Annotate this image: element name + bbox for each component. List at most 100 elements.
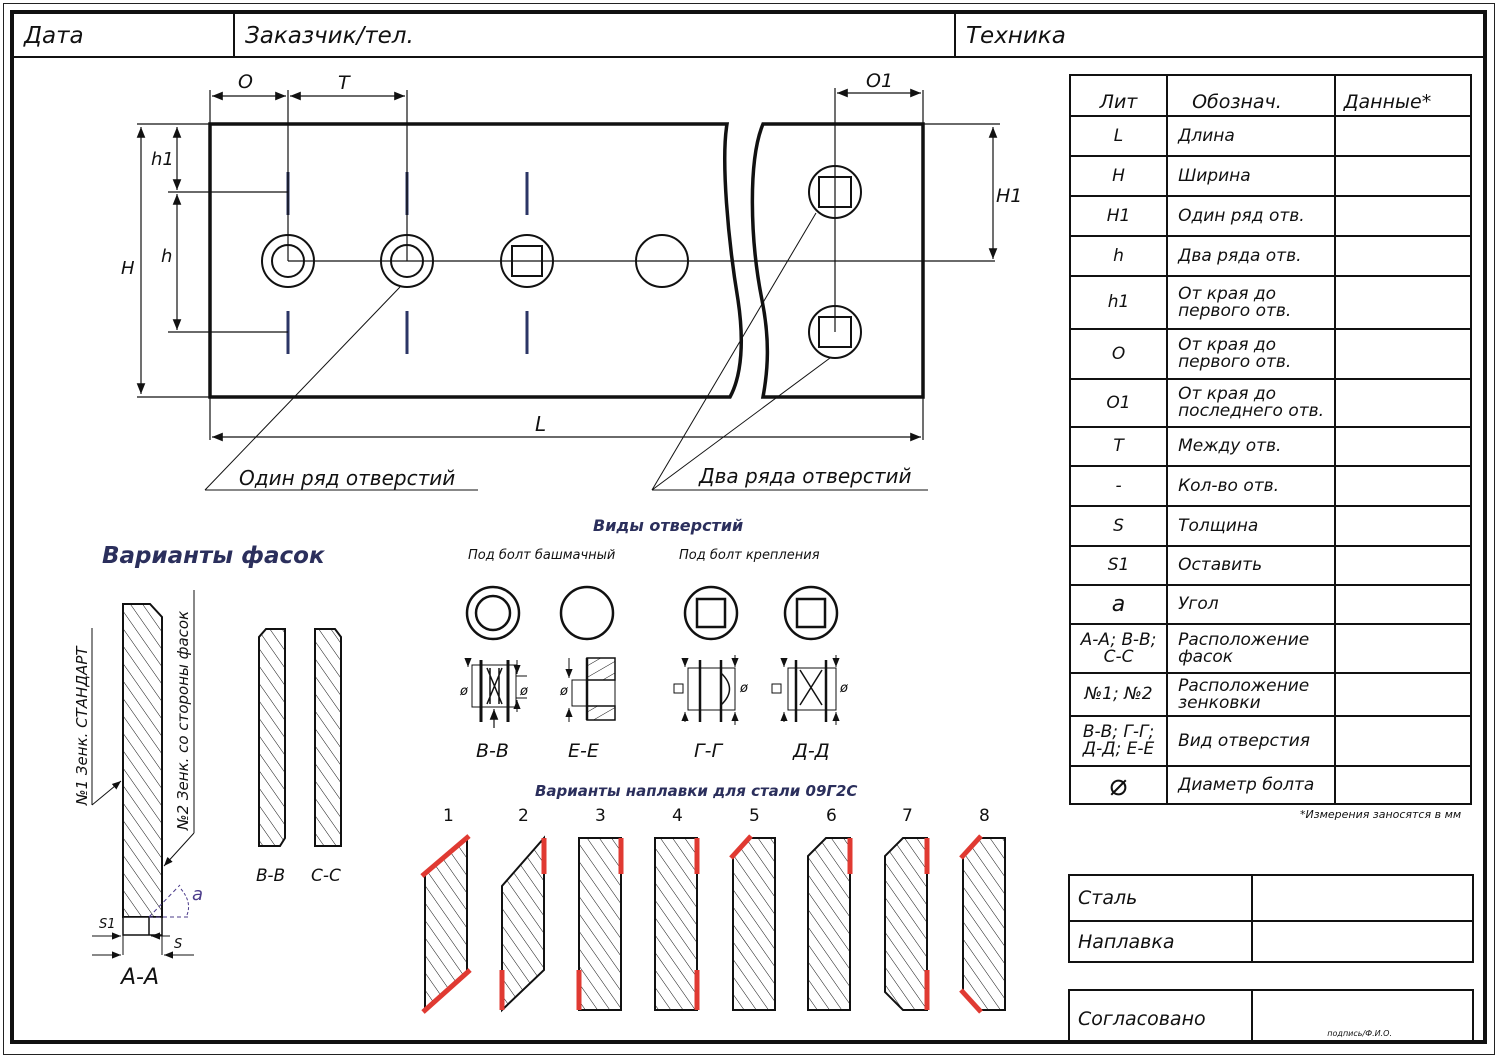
dim-h1-label: h1 bbox=[151, 149, 174, 170]
spec-name: Между отв. bbox=[1166, 426, 1336, 467]
customer-field[interactable]: Заказчик/тел. bbox=[235, 14, 956, 58]
hardfacing-variant-3 bbox=[576, 837, 624, 1011]
hardfacing-variants bbox=[420, 834, 1006, 1014]
section-cc-label: C-C bbox=[311, 866, 341, 886]
steel-value-field[interactable] bbox=[1251, 874, 1474, 922]
spec-value-field[interactable] bbox=[1333, 378, 1473, 428]
material-table: Сталь Наплавка bbox=[1068, 874, 1474, 963]
spec-value-field[interactable] bbox=[1333, 328, 1473, 380]
blade-right-piece bbox=[750, 122, 925, 399]
spec-name: Длина bbox=[1166, 115, 1336, 157]
hardfacing-profile bbox=[732, 837, 776, 1011]
hole-type-ee bbox=[559, 585, 616, 722]
spec-name: Толщина bbox=[1166, 505, 1336, 547]
dim-o1-label: O1 bbox=[866, 70, 894, 92]
dim-length bbox=[209, 397, 924, 442]
hardfacing-profile bbox=[424, 835, 468, 1013]
spec-footnote: *Измерения заносятся в мм bbox=[1300, 808, 1462, 821]
hardfacing-variant-number: 7 bbox=[902, 806, 913, 826]
spec-value-field[interactable] bbox=[1333, 275, 1473, 330]
callout-two-rows: Два ряда отверстий bbox=[699, 464, 912, 488]
spec-lit: H1 bbox=[1068, 195, 1169, 237]
section-aa-drawing bbox=[91, 590, 195, 959]
inner-frame bbox=[10, 10, 1487, 1044]
spec-lit: S1 bbox=[1068, 545, 1169, 586]
spec-value-field[interactable] bbox=[1333, 765, 1473, 805]
blade-left-piece bbox=[208, 122, 744, 399]
hardfacing-profile bbox=[654, 837, 698, 1011]
dim-H1-label: H1 bbox=[996, 185, 1023, 207]
spec-name: Два ряда отв. bbox=[1166, 235, 1336, 277]
spec-value-field[interactable] bbox=[1333, 195, 1473, 237]
section-aa-label: A-A bbox=[121, 965, 160, 990]
section-bb-label: B-B bbox=[256, 866, 286, 886]
angle-label: a bbox=[192, 884, 204, 905]
spec-value-field[interactable] bbox=[1333, 545, 1473, 586]
spec-value-field[interactable] bbox=[1333, 426, 1473, 467]
customer-label: Заказчик/тел. bbox=[245, 23, 414, 49]
hardfacing-variant-1 bbox=[420, 834, 472, 1014]
spec-value-field[interactable] bbox=[1333, 505, 1473, 547]
spec-name: От края до последнего отв. bbox=[1166, 378, 1336, 428]
s1-label: S1 bbox=[99, 917, 116, 932]
holes-title: Виды отверстий bbox=[593, 516, 744, 535]
dim-h-label: h bbox=[161, 246, 173, 267]
machine-field[interactable]: Техника bbox=[956, 14, 1483, 58]
spec-lit: O bbox=[1068, 328, 1169, 380]
hardfacing-weld-mark bbox=[420, 834, 471, 878]
hardfacing-variant-6 bbox=[807, 837, 853, 1011]
spec-value-field[interactable] bbox=[1333, 235, 1473, 277]
spec-lit: S bbox=[1068, 505, 1169, 547]
spec-lit: ⌀ bbox=[1068, 765, 1169, 805]
hardfacing-variant-5 bbox=[729, 834, 776, 1011]
spec-name: Вид отверстия bbox=[1166, 715, 1336, 767]
hole-type-label: Е-Е bbox=[568, 740, 599, 762]
hole-type-label: Г-Г bbox=[694, 740, 723, 762]
hole-plain-4 bbox=[635, 234, 689, 288]
spec-value-field[interactable] bbox=[1333, 155, 1473, 197]
spec-name: Ширина bbox=[1166, 155, 1336, 197]
hardfacing-variant-number: 1 bbox=[443, 806, 454, 826]
spec-value-field[interactable] bbox=[1333, 115, 1473, 157]
hardfacing-label: Наплавка bbox=[1068, 920, 1253, 963]
signature-hint: подпись/Ф.И.О. bbox=[1327, 1029, 1392, 1038]
section-bb-drawing bbox=[258, 628, 286, 847]
hardfacing-variant-8 bbox=[959, 834, 1006, 1014]
spec-name: Расположение зенковки bbox=[1166, 672, 1336, 717]
date-field[interactable]: Дата bbox=[14, 14, 235, 58]
hardfacing-profile bbox=[884, 837, 928, 1011]
spec-value-field[interactable] bbox=[1333, 465, 1473, 507]
approval-label: Согласовано bbox=[1068, 989, 1253, 1042]
hardfacing-variant-number: 2 bbox=[518, 806, 529, 826]
hardfacing-variant-number: 3 bbox=[595, 806, 606, 826]
hardfacing-variant-number: 4 bbox=[672, 806, 683, 826]
spec-lit: A-A; B-B; C-C bbox=[1068, 623, 1169, 674]
hardfacing-variant-number: 5 bbox=[749, 806, 760, 826]
spec-name: Расположение фасок bbox=[1166, 623, 1336, 674]
spec-lit: h bbox=[1068, 235, 1169, 277]
callout-one-row: Один ряд отверстий bbox=[239, 466, 456, 490]
hardfacing-value-field[interactable] bbox=[1251, 920, 1474, 963]
spec-name: Угол bbox=[1166, 584, 1336, 625]
hardfacing-variant-number: 6 bbox=[826, 806, 837, 826]
callout-lines bbox=[204, 212, 928, 491]
spec-value-field[interactable] bbox=[1333, 584, 1473, 625]
spec-value-field[interactable] bbox=[1333, 715, 1473, 767]
diameter-symbol: ø bbox=[740, 681, 748, 696]
hardfacing-variant-2 bbox=[499, 835, 547, 1013]
spec-name: От края до первого отв. bbox=[1166, 275, 1336, 330]
approval-signature-field[interactable]: подпись/Ф.И.О. bbox=[1251, 989, 1474, 1042]
spec-lit: H bbox=[1068, 155, 1169, 197]
spec-lit: L bbox=[1068, 115, 1169, 157]
spec-value-field[interactable] bbox=[1333, 623, 1473, 674]
spec-value-field[interactable] bbox=[1333, 672, 1473, 717]
hardfacing-variant-7 bbox=[884, 837, 930, 1011]
